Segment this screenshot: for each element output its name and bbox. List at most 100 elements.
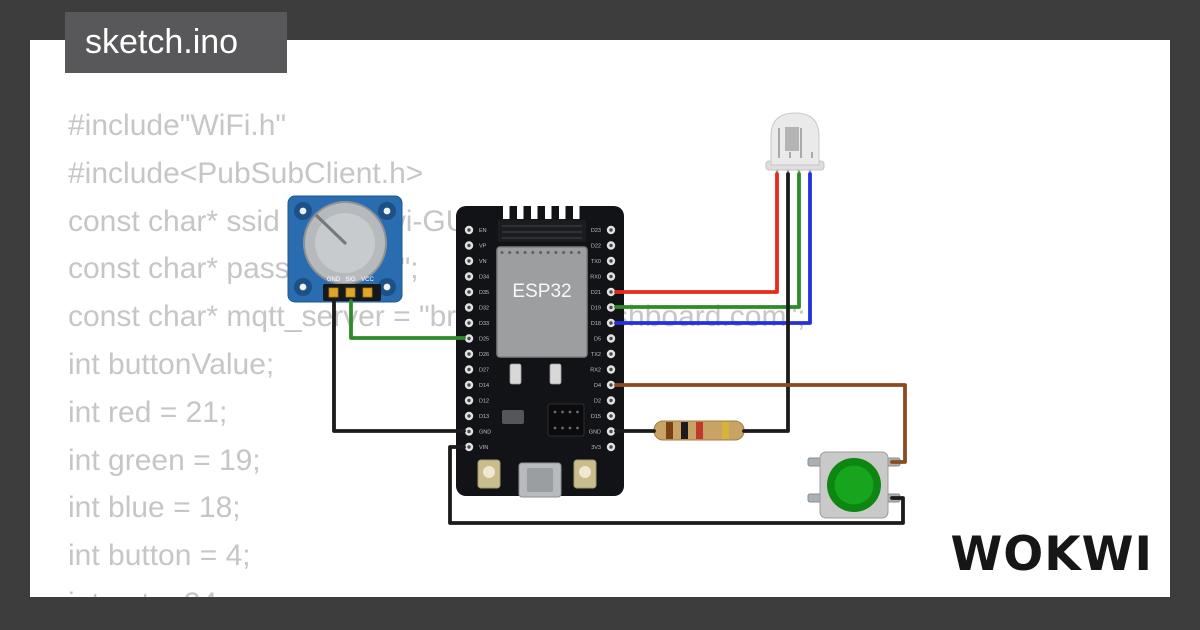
esp32-pin-label: D32 [479,306,489,312]
wire-led-blue[interactable] [614,172,812,325]
esp32-pin-hole-center [467,259,471,263]
esp32-pin-hole-center [609,352,613,356]
esp32-pin-label: D18 [591,321,601,327]
shield-dot [577,251,581,254]
esp32-pin-hole-center [609,305,613,310]
esp32-capacitor [509,363,522,385]
esp32-pin-label: D33 [479,321,489,327]
esp32-castellation-notch [517,206,524,219]
esp32-pin-hole-center [467,398,471,403]
esp32-pin-label: D19 [591,306,601,312]
rgb-led[interactable] [765,112,825,177]
esp32-pin-label: D5 [594,337,601,343]
esp32-capacitor [549,363,562,385]
potentiometer-indicator [315,214,347,245]
esp32-castellation-notch [559,206,566,219]
esp32-shield-dots [500,251,581,254]
wire-button-gpio-brown[interactable] [614,383,907,464]
esp32-pin-label: D25 [479,337,489,343]
esp32-pin-hole-center [609,414,613,418]
esp32-pin-label: D27 [479,368,489,374]
esp32-pin-hole-center [467,274,471,279]
esp32-antenna-traces [502,225,582,239]
esp32-pin-label: RX0 [590,275,601,281]
esp32-pin-hole-center [467,414,471,418]
usb-chip-pin-dot [576,410,579,414]
esp32-castellation-notch [531,206,538,219]
shield-dot [554,251,558,254]
code-line: int blue = 18; [68,491,241,525]
code-line: #include<PubSubClient.h> [68,156,424,190]
wire-led-green[interactable] [614,172,801,309]
esp32-pin-hole-center [609,321,613,325]
potentiometer-mount-holes [294,202,396,296]
wire-button-gnd-black[interactable] [448,445,905,525]
wire-pot-gnd-black[interactable] [332,299,466,433]
esp32-pin-label: TX0 [591,259,601,265]
resistor-band [696,422,703,439]
esp32-pin-hole-center [467,367,471,372]
led-internal-leads [778,128,813,158]
esp32-pin-label: D26 [479,352,489,358]
shield-dot [515,251,519,254]
esp32-pin-label: D23 [591,228,601,234]
wire-led-cathode-black[interactable] [742,172,790,433]
code-line: int red = 21; [68,395,228,429]
esp32-pin-label: TX2 [591,352,601,358]
code-line: int green = 19; [68,443,261,477]
pushbutton[interactable] [807,451,901,519]
shield-dot [531,251,535,254]
esp32-label: ESP32 [512,281,571,302]
preview-canvas: #include"WiFi.h"#include<PubSubClient.h>… [30,40,1170,597]
resistor-band [722,422,729,439]
esp32-en-button-cap [483,466,495,478]
led-die [785,127,799,151]
potentiometer-pins[interactable] [328,287,373,298]
resistor-bands [666,422,729,439]
esp32-pin-label: EN [479,228,487,234]
resistor[interactable] [653,420,745,441]
potentiometer-pin-label: VCC [361,277,374,283]
resistor-band [666,422,673,439]
esp32-pin-label: VIN [479,445,488,451]
esp32-pin-hole-center [467,429,471,434]
usb-chip-pin-dot [553,426,557,430]
esp32-pin-label: D34 [479,275,489,281]
usb-chip-pin-dot [561,426,564,430]
shield-dot [539,251,542,254]
esp32-pin-hole-center [609,290,613,294]
esp32-pin-label: RX2 [590,368,601,374]
esp32-pin-hole-center [609,429,613,434]
wire-pot-sig-green[interactable] [349,299,466,340]
usb-chip-pin-dot [553,410,557,414]
esp32-pin-label: D35 [479,290,489,296]
file-tab[interactable]: sketch.ino [65,12,287,73]
potentiometer-pin-label: SIG [345,277,356,283]
esp32-pin-label: VP [479,244,487,250]
usb-chip-pin-dot [568,426,572,430]
esp32-pin-label: D15 [591,414,601,420]
wokwi-logo: WOKWI [950,527,1153,582]
esp32-pin-label: D12 [479,399,489,405]
esp32-usb-chip [547,403,585,437]
esp32-pin-hole-center [609,243,613,248]
esp32-pin-hole-center [609,336,613,341]
esp32-shield [496,246,588,358]
esp32-regulator [502,410,524,424]
usb-chip-pin-dot [576,426,579,430]
resistor-band [681,422,688,439]
esp32-pin-hole-center [467,290,471,294]
shield-dot [562,251,566,254]
wire-led-red[interactable] [614,172,779,294]
esp32-pin-hole-center [467,321,471,325]
esp32-pin-label: GND [589,430,601,436]
esp32-castellations [503,206,580,219]
potentiometer[interactable]: GND SIG VCC [287,195,403,303]
esp32-castellation-notch [545,206,552,219]
pushbutton-cap[interactable] [834,465,874,505]
esp32-pin-label: GND [479,430,491,436]
esp32-pin-hole-center [609,367,613,372]
